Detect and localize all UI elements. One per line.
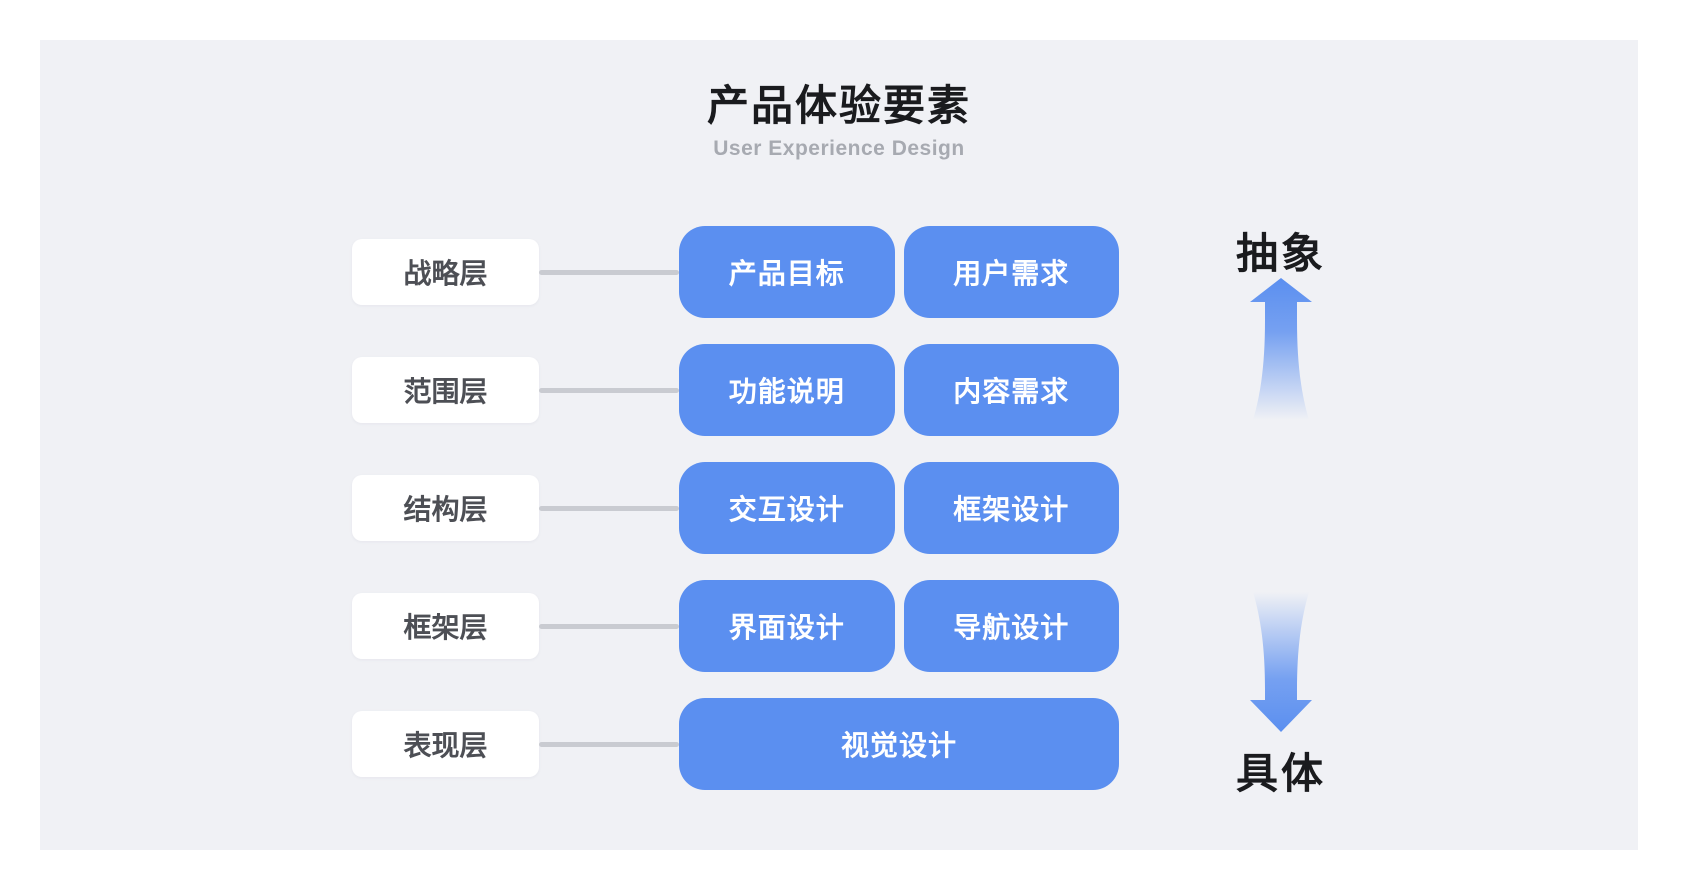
element-chip: 界面设计 (679, 580, 895, 672)
chip-group: 视觉设计 (679, 698, 1119, 790)
concrete-arrow-down-icon (1250, 592, 1312, 732)
element-chip: 导航设计 (903, 580, 1119, 672)
layer-label: 表现层 (352, 711, 539, 777)
axis-abstract-label: 抽象 (1235, 230, 1326, 277)
connector-line (539, 269, 679, 275)
layer-row-surface: 表现层 视觉设计 (352, 698, 1119, 790)
layer-label-text: 框架层 (403, 612, 488, 643)
axis-concrete-label: 具体 (1235, 750, 1326, 797)
layer-label: 战略层 (352, 239, 539, 305)
connector-line (539, 387, 679, 393)
connector-line (539, 741, 679, 747)
element-chip: 用户需求 (903, 226, 1119, 318)
element-chip: 框架设计 (903, 462, 1119, 554)
layer-label: 框架层 (352, 593, 539, 659)
element-chip: 功能说明 (679, 344, 895, 436)
element-chip: 内容需求 (903, 344, 1119, 436)
layer-row-skeleton: 框架层 界面设计 导航设计 (352, 580, 1119, 672)
abstract-arrow-up-icon (1250, 278, 1312, 420)
page-title: 产品体验要素 (706, 82, 971, 129)
chip-group: 界面设计 导航设计 (679, 580, 1119, 672)
diagram-panel: 产品体验要素 User Experience Design 战略层 产品目标 用… (40, 40, 1638, 850)
layer-row-scope: 范围层 功能说明 内容需求 (352, 344, 1119, 436)
layer-row-strategy: 战略层 产品目标 用户需求 (352, 226, 1119, 318)
chip-group: 功能说明 内容需求 (679, 344, 1119, 436)
title-block: 产品体验要素 User Experience Design (40, 82, 1638, 161)
layer-label-text: 范围层 (403, 376, 488, 407)
layer-label-text: 结构层 (403, 494, 488, 525)
element-chip: 视觉设计 (679, 698, 1119, 790)
connector-line (539, 623, 679, 629)
layer-label: 结构层 (352, 475, 539, 541)
page-subtitle: User Experience Design (713, 137, 965, 161)
layer-label-text: 战略层 (403, 258, 488, 289)
connector-line (539, 505, 679, 511)
chip-group: 交互设计 框架设计 (679, 462, 1119, 554)
layer-label: 范围层 (352, 357, 539, 423)
layer-row-structure: 结构层 交互设计 框架设计 (352, 462, 1119, 554)
layer-label-text: 表现层 (403, 730, 488, 761)
element-chip: 产品目标 (679, 226, 895, 318)
element-chip: 交互设计 (679, 462, 895, 554)
chip-group: 产品目标 用户需求 (679, 226, 1119, 318)
